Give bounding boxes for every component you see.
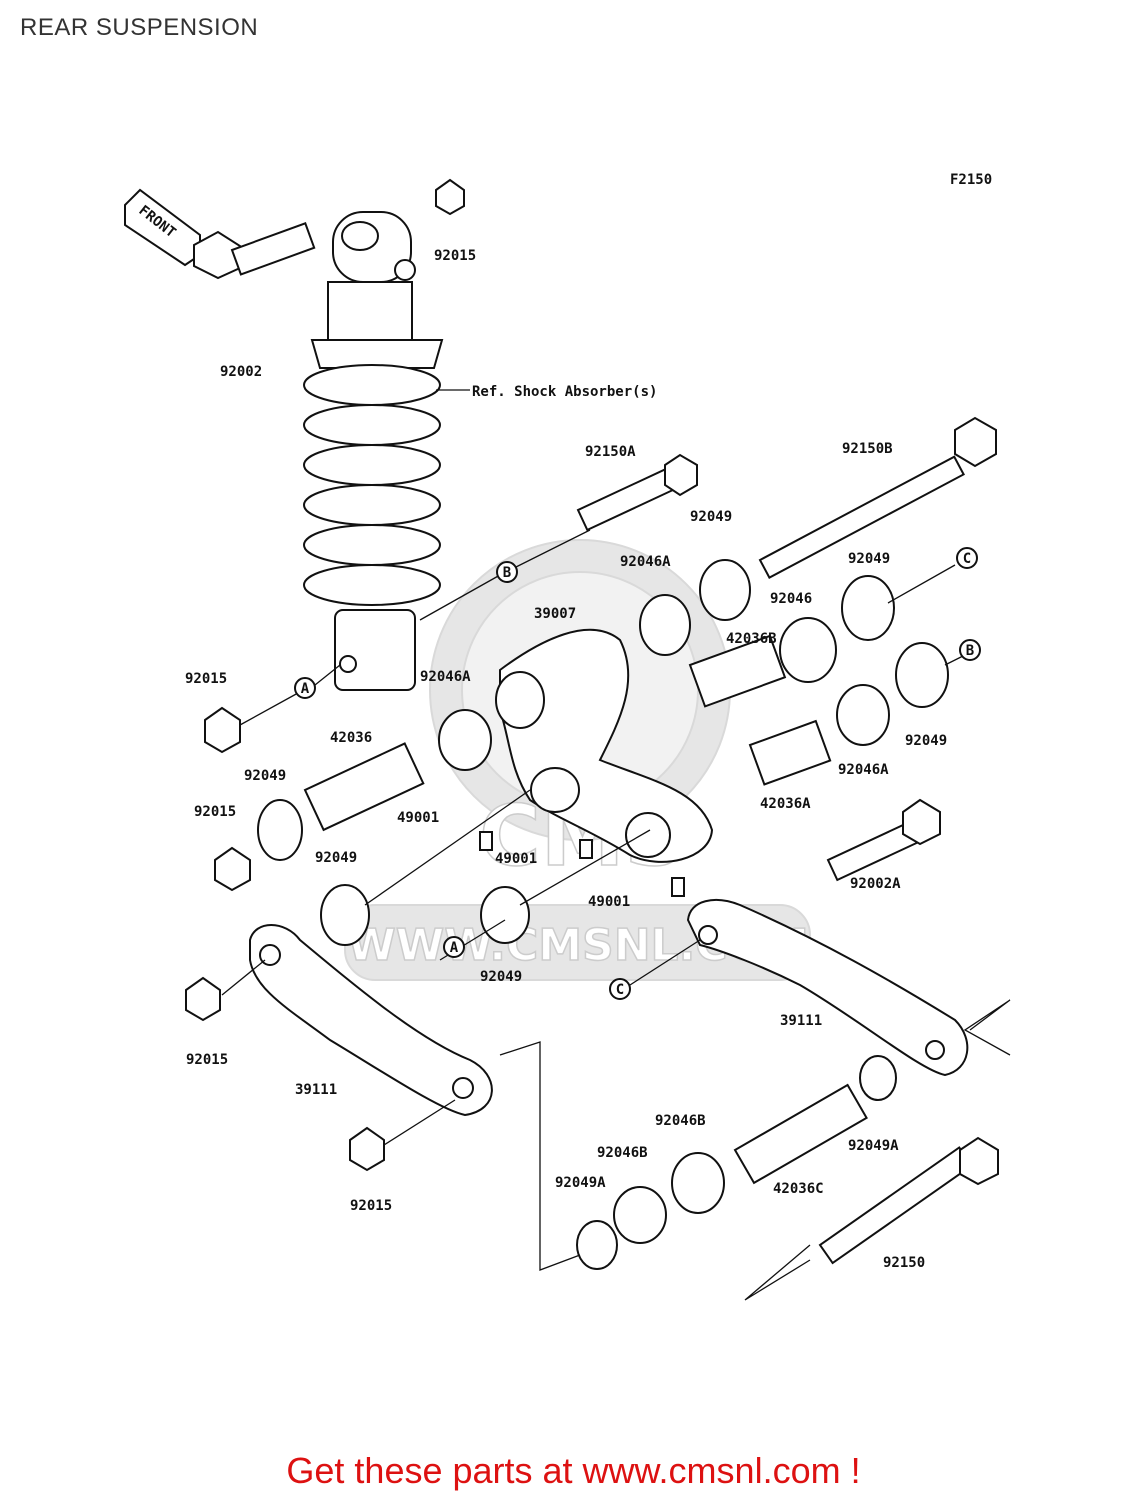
part-label[interactable]: 92046B xyxy=(597,1145,648,1161)
part-label[interactable]: 42036B xyxy=(726,631,777,647)
ref-shock-absorber-label: Ref. Shock Absorber(s) xyxy=(472,384,657,400)
parts-diagram: CMS WWW.CMSNL.COM F2150 FRONT xyxy=(124,172,1011,1301)
grease-nipple-c xyxy=(671,877,685,897)
part-label[interactable]: 42036C xyxy=(773,1181,824,1197)
rocker-arm-39007 xyxy=(495,628,714,863)
grease-nipple-a xyxy=(479,831,493,851)
nut-b xyxy=(214,846,251,892)
svg-text:B: B xyxy=(966,643,974,659)
tie-rod-left xyxy=(249,924,493,1117)
ref-circle-b2: B xyxy=(496,561,518,583)
part-label[interactable]: 92150A xyxy=(585,444,636,460)
part-label[interactable]: 92049 xyxy=(848,551,890,567)
ref-circle-b: B xyxy=(959,639,981,661)
part-label[interactable]: 49001 xyxy=(495,851,537,867)
nut-a xyxy=(204,706,241,754)
diagram-code: F2150 xyxy=(950,172,992,188)
part-label[interactable]: 92049 xyxy=(244,768,286,784)
nut-c xyxy=(185,976,221,1022)
svg-text:C: C xyxy=(616,982,624,998)
bolt-92002 xyxy=(193,222,316,280)
part-label[interactable]: 39111 xyxy=(780,1013,822,1029)
tie-rod-right xyxy=(686,899,969,1077)
part-label[interactable]: 92046B xyxy=(655,1113,706,1129)
part-label[interactable]: 92046A xyxy=(620,554,671,570)
part-label[interactable]: 92015 xyxy=(194,804,236,820)
part-label[interactable]: 42036A xyxy=(760,796,811,812)
part-label[interactable]: 92002A xyxy=(850,876,901,892)
part-label[interactable]: 92015 xyxy=(350,1198,392,1214)
part-labels: 92015 92002 92150A 92150B 92049 92046A 9… xyxy=(185,248,981,1271)
page-title: REAR SUSPENSION xyxy=(20,14,259,41)
lower-bearings xyxy=(576,1055,897,1270)
svg-text:C: C xyxy=(963,551,971,567)
nut-d xyxy=(349,1126,385,1172)
part-label[interactable]: 39111 xyxy=(295,1082,337,1098)
part-label[interactable]: 92015 xyxy=(434,248,476,264)
ref-circle-a: A xyxy=(294,677,316,699)
shock-absorber xyxy=(303,211,444,691)
part-label[interactable]: 92150B xyxy=(842,441,893,457)
part-label[interactable]: 92046A xyxy=(838,762,889,778)
footer-link[interactable]: Get these parts at www.cmsnl.com ! xyxy=(286,1450,861,1491)
part-label[interactable]: 49001 xyxy=(397,810,439,826)
part-label[interactable]: 92002 xyxy=(220,364,262,380)
part-label[interactable]: 92049 xyxy=(690,509,732,525)
ref-circle-a2: A xyxy=(443,936,465,958)
part-label[interactable]: 92046 xyxy=(770,591,812,607)
svg-text:A: A xyxy=(450,940,459,956)
part-label[interactable]: 92049 xyxy=(480,969,522,985)
part-label[interactable]: 92049A xyxy=(555,1175,606,1191)
bolt-92150B xyxy=(758,416,997,580)
part-label[interactable]: 92049A xyxy=(848,1138,899,1154)
front-arrow-icon: FRONT xyxy=(124,188,201,267)
bolt-92150 xyxy=(818,1136,999,1265)
part-label[interactable]: 42036 xyxy=(330,730,372,746)
nut-top xyxy=(435,178,465,216)
ref-circle-c: C xyxy=(956,547,978,569)
grease-nipple-b xyxy=(579,839,593,859)
part-label[interactable]: 92049 xyxy=(315,850,357,866)
part-label[interactable]: 92049 xyxy=(905,733,947,749)
bolt-92150A xyxy=(576,453,698,532)
part-label[interactable]: 92015 xyxy=(186,1052,228,1068)
ref-circle-c2: C xyxy=(609,978,631,1000)
bolt-92002A xyxy=(826,798,941,882)
svg-text:B: B xyxy=(503,565,511,581)
leader-lines xyxy=(221,389,1011,1301)
part-label[interactable]: 92015 xyxy=(185,671,227,687)
bearings xyxy=(257,559,949,946)
part-label[interactable]: 92046A xyxy=(420,669,471,685)
svg-text:A: A xyxy=(301,681,310,697)
part-label[interactable]: 49001 xyxy=(588,894,630,910)
part-label[interactable]: 39007 xyxy=(534,606,576,622)
part-label[interactable]: 92150 xyxy=(883,1255,925,1271)
